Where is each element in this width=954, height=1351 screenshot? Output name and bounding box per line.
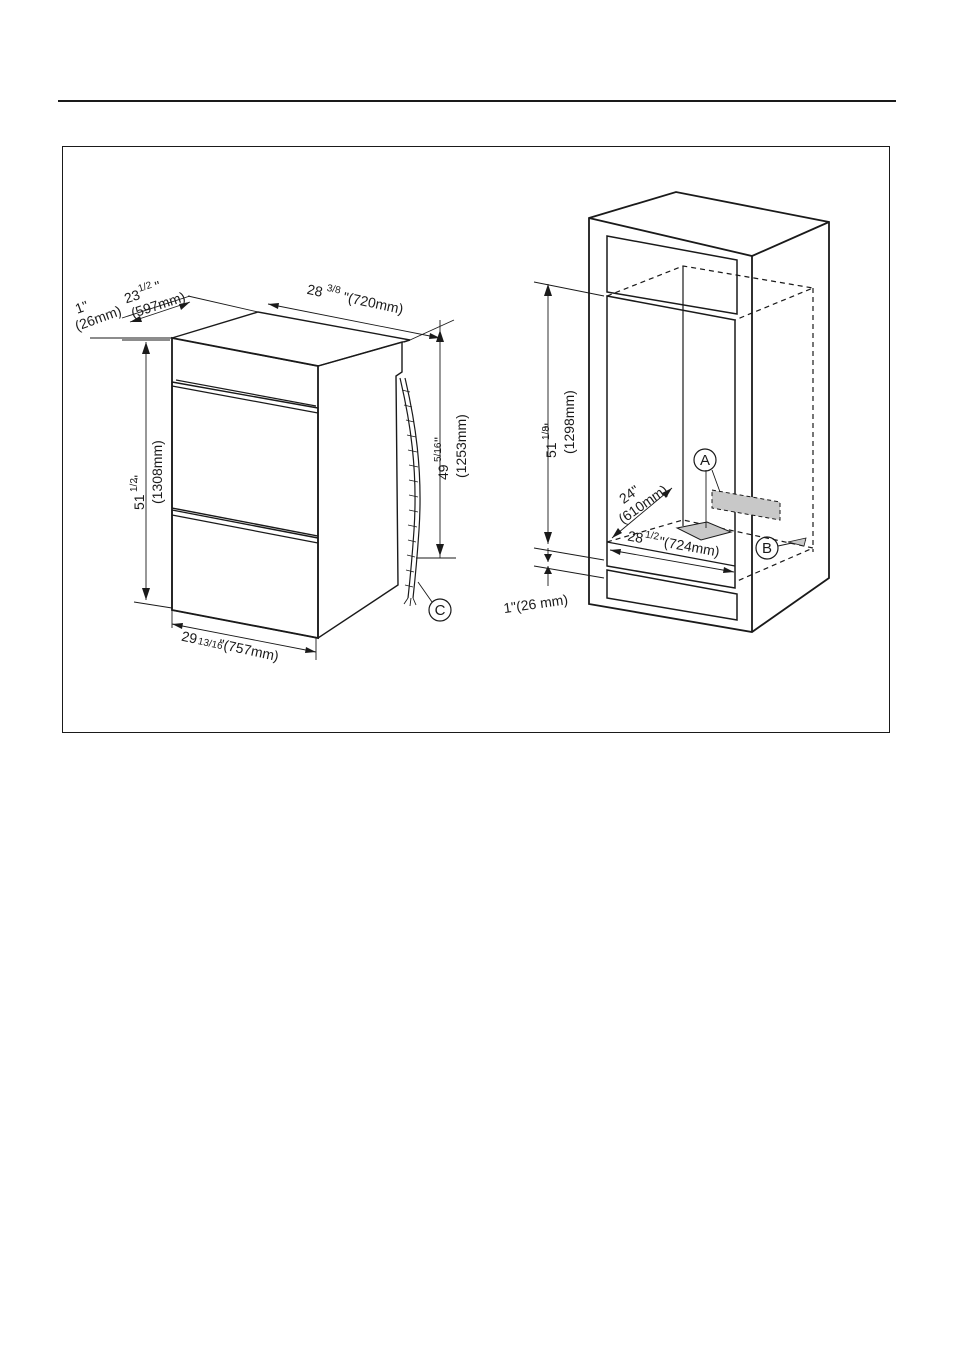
base-width-main: 29 bbox=[180, 628, 199, 647]
cabinet-gap: 1"(26 mm) bbox=[502, 591, 568, 616]
cabinet-height-mm: (1298mm) bbox=[561, 390, 577, 454]
cabinet-height-main: 51 bbox=[543, 442, 559, 458]
width-top-frac: 1/2 bbox=[137, 280, 154, 295]
oven-drawing: C 1" (26mm) 23 1/2 " (597mm) 28 3/8 "(72… bbox=[67, 271, 469, 664]
upper-door bbox=[172, 382, 318, 536]
top-depth-rest: "(720mm) bbox=[342, 289, 405, 317]
callout-b: B bbox=[762, 540, 772, 557]
side-height-main: 49 bbox=[435, 464, 451, 480]
height-main: 51 bbox=[131, 494, 147, 510]
power-cable bbox=[400, 378, 415, 598]
height-unit: " bbox=[131, 475, 147, 480]
cabinet-width-main: 28 bbox=[626, 528, 644, 546]
top-depth-frac: 3/8 bbox=[326, 283, 342, 297]
cabinet-outline bbox=[589, 192, 829, 632]
cabinet-width-frac: 1/2 bbox=[644, 530, 660, 543]
cabinet-drawing: A B 51 1/8 " (1298mm) 1"(26 mm) bbox=[502, 192, 829, 632]
oven-top-face bbox=[172, 312, 410, 366]
side-height-mm: (1253mm) bbox=[453, 414, 469, 478]
base-width-rest: "(757mm) bbox=[217, 636, 280, 664]
width-top-unit: " bbox=[153, 277, 163, 294]
side-height-unit: " bbox=[431, 437, 447, 442]
area-a-wall bbox=[712, 490, 780, 520]
callout-a: A bbox=[700, 452, 710, 469]
height-mm: (1308mm) bbox=[149, 440, 165, 504]
top-depth-main: 28 bbox=[306, 281, 325, 300]
dim-line-top-depth bbox=[268, 304, 440, 338]
cabinet-height-unit: " bbox=[541, 423, 557, 428]
side-height-frac: 5/16 bbox=[433, 442, 444, 462]
callout-c: C bbox=[435, 602, 446, 619]
oven-side bbox=[318, 342, 402, 638]
